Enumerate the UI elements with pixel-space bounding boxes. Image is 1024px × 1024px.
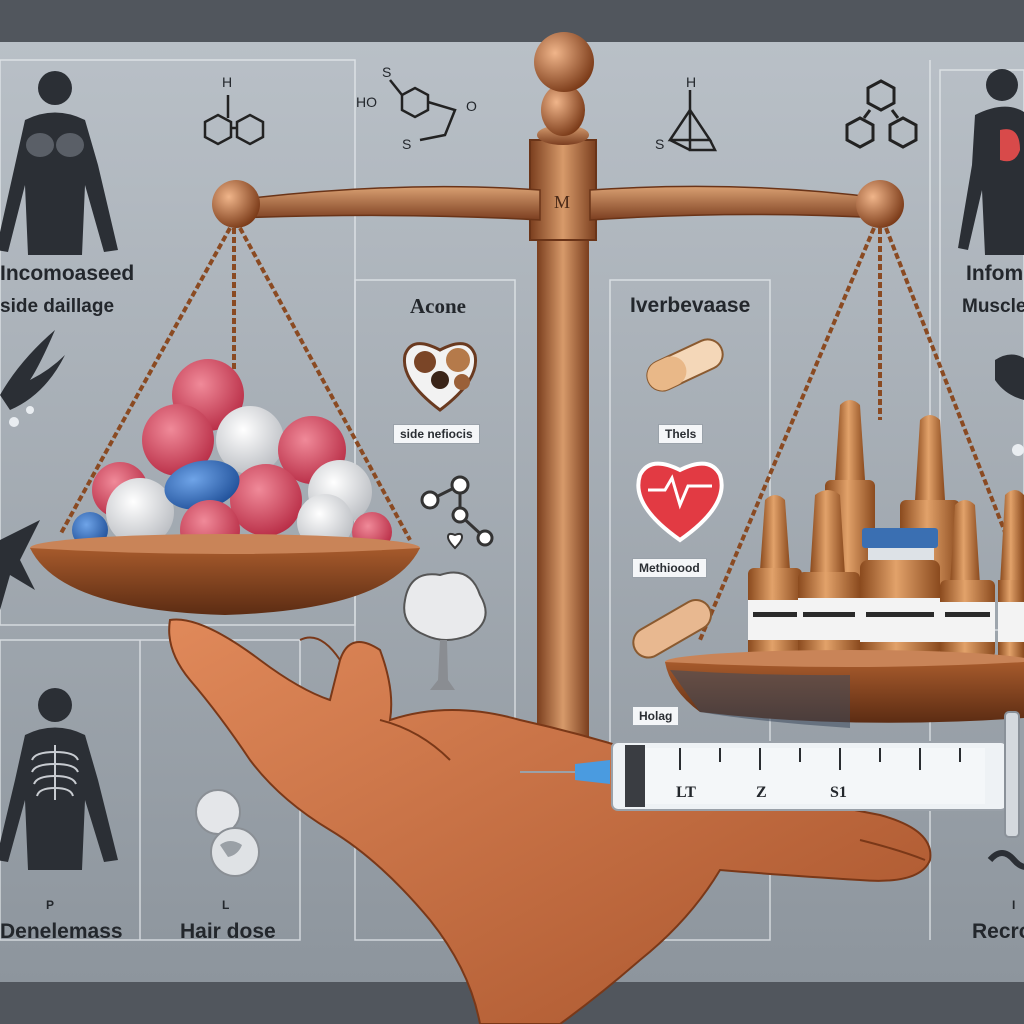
syringe-scale-3: S1	[830, 784, 847, 801]
hand	[168, 618, 932, 1024]
syringe-scale-2: Z	[756, 784, 767, 801]
molecule-icon	[420, 475, 494, 547]
capsule-icon	[646, 338, 724, 392]
scale-pillar	[537, 150, 589, 770]
label-right-bottom: Recro	[972, 920, 1024, 943]
label-left-top-title: Incomoaseed	[0, 262, 135, 285]
label-right-top-sub: Muscle	[962, 296, 1024, 317]
brain-tree-icon	[403, 571, 487, 690]
right-chains	[698, 227, 1012, 641]
tag-methioood: Methioood	[632, 558, 707, 578]
label-acone: Acone	[410, 294, 466, 318]
chem-s-3: S	[655, 136, 665, 152]
earth-spheres-icon	[195, 789, 260, 877]
syringe	[520, 711, 1020, 838]
label-hair-dose: Hair dose	[180, 920, 276, 943]
chem-o: O	[466, 98, 477, 114]
chem-structure-3	[667, 90, 718, 152]
beam-left-knob	[212, 180, 260, 228]
muscle-highlight	[1000, 129, 1020, 162]
chem-h-2: H	[686, 74, 697, 90]
marker-p: P	[46, 898, 55, 912]
bottom-left-silhouette	[0, 688, 118, 870]
tag-holag: Holag	[632, 706, 680, 726]
chem-structure-1	[203, 95, 265, 146]
label-left-bottom: Denelemass	[0, 920, 123, 943]
heart-rate-icon	[636, 461, 724, 543]
heart-pills-icon	[402, 342, 478, 412]
marker-l: L	[222, 898, 230, 912]
left-pan	[30, 548, 420, 615]
scale-mark: M	[554, 192, 571, 212]
chem-h-1: H	[222, 74, 233, 90]
chem-structure-2	[389, 79, 457, 142]
chem-s-2: S	[402, 136, 412, 152]
syringe-scale-1: LT	[676, 784, 696, 801]
label-right-top-title: Infom	[966, 262, 1024, 285]
ribcage-icon	[31, 745, 79, 800]
marker-i: I	[1012, 898, 1016, 912]
chem-s-1: S	[382, 64, 392, 80]
tag-side-nefiocis: side nefiocis	[393, 424, 480, 444]
small-heart-icon	[446, 532, 464, 550]
top-left-chest-overlay	[26, 133, 84, 157]
beam-right-knob	[856, 180, 904, 228]
chem-structure-4	[845, 79, 918, 149]
right-vials	[632, 400, 1024, 659]
label-iverbevaase: Iverbevaase	[630, 294, 751, 317]
chem-ho: HO	[356, 94, 377, 110]
right-flex-silhouette	[987, 354, 1024, 870]
beam-left	[234, 185, 541, 221]
label-left-top-sub: side daillage	[0, 296, 115, 317]
tag-thels: Thels	[658, 424, 704, 444]
left-chains	[58, 227, 412, 541]
scale-top-knob	[534, 32, 594, 92]
splash-icon	[0, 330, 65, 610]
scale-neck	[541, 84, 585, 136]
